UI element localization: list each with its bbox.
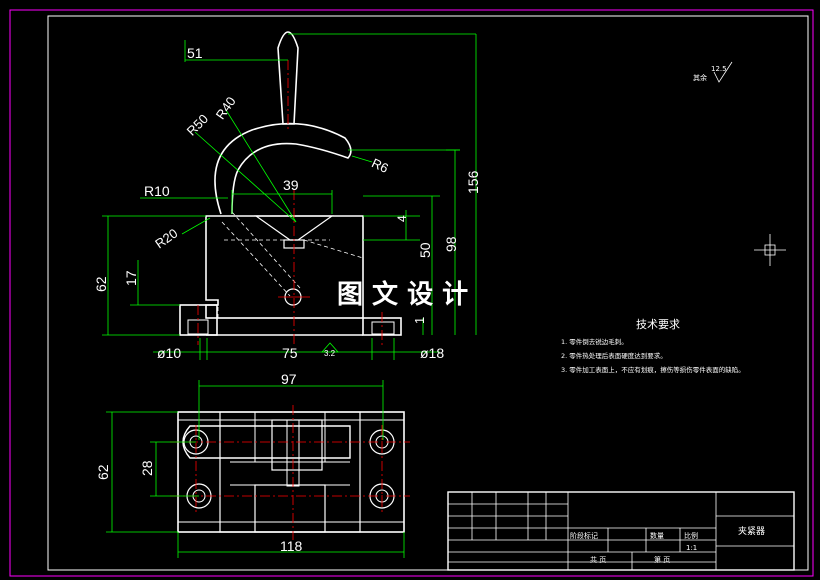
tech-item-2: 2. 零件热处理后表面硬度达到要求。 (561, 351, 667, 360)
dim-156: 156 (465, 170, 481, 194)
dim-50: 50 (417, 242, 433, 258)
top-dimension-labels: 97 62 28 118 (95, 371, 303, 554)
dim-118: 118 (280, 538, 303, 554)
dim-28: 28 (139, 460, 155, 476)
cell-weight: 数量 (650, 531, 664, 540)
dim-51: 51 (187, 45, 203, 61)
roughness-value: 12.5 (711, 65, 727, 73)
dim-75: 75 (282, 345, 298, 361)
dim-r10: R10 (144, 183, 170, 199)
dim-98: 98 (443, 236, 459, 252)
front-dimensions (102, 33, 477, 360)
base-left-foot (179, 304, 218, 336)
outer-frame (9, 9, 814, 577)
tech-title: 技术要求 (636, 318, 680, 331)
roughness-front: 3.2 (324, 349, 336, 358)
tech-requirements: 技术要求 1. 零件倒去锐边毛刺。 2. 零件热处理后表面硬度达到要求。 3. … (561, 318, 745, 374)
crosshair-mark (754, 234, 786, 266)
top-dimensions (106, 380, 405, 558)
part-name: 夹紧器 (738, 525, 765, 537)
dim-39: 39 (283, 177, 299, 193)
cell-scale: 比例 (684, 531, 698, 540)
roughness-label: 其余 (693, 73, 707, 82)
scale-value: 1:1 (686, 544, 697, 552)
inner-frame (47, 15, 809, 571)
handle-lever (277, 31, 299, 125)
top-lever (182, 425, 351, 459)
tech-item-1: 1. 零件倒去锐边毛刺。 (561, 337, 628, 346)
dim-62-front: 62 (93, 276, 109, 292)
dim-r40: R40 (213, 94, 239, 122)
dim-r20: R20 (152, 225, 180, 251)
top-view (170, 405, 410, 540)
cell-total-pages: 共 页 (590, 555, 606, 564)
title-block-text: 阶段标记 数量 比例 1:1 共 页 第 页 夹紧器 (570, 525, 765, 564)
dim-phi10: ø10 (157, 345, 181, 361)
dim-17: 17 (123, 270, 139, 286)
title-block (447, 491, 795, 571)
front-dimension-labels: 51 R40 R50 R6 R10 39 4 50 98 156 R20 62 … (93, 45, 481, 361)
cell-stage-mark: 阶段标记 (570, 531, 598, 540)
dim-4: 4 (395, 215, 409, 222)
dim-1: 1 (412, 317, 427, 324)
tech-item-3: 3. 零件加工表面上，不应有划痕，擦伤等损伤零件表面的缺陷。 (561, 365, 745, 374)
dim-62-top: 62 (95, 464, 111, 480)
dim-97: 97 (281, 371, 297, 387)
watermark-text: 图 文 设 计 (337, 279, 468, 310)
dim-r6: R6 (369, 155, 390, 176)
dim-phi18: ø18 (420, 345, 444, 361)
top-base-plate (177, 411, 405, 533)
cell-page-number: 第 页 (654, 555, 670, 564)
dim-r50: R50 (184, 111, 211, 138)
surface-roughness-note: 其余 12.5 (693, 61, 733, 83)
